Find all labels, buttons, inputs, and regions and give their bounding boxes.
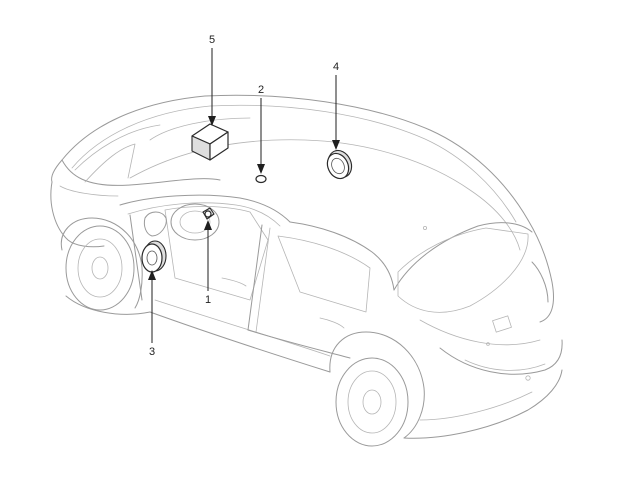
component-4-round-unit — [326, 149, 353, 180]
callout-1: 1 — [204, 220, 212, 306]
component-3-door-speaker — [141, 240, 167, 273]
callout-label-1: 1 — [205, 294, 211, 306]
component-5-module-box — [191, 123, 229, 161]
vehicle-outline — [50, 94, 563, 447]
callout-2: 2 — [257, 84, 265, 174]
callout-4: 4 — [332, 61, 340, 150]
component-1-steering-switch — [202, 207, 215, 220]
callout-label-4: 4 — [333, 61, 339, 73]
callout-3: 3 — [148, 270, 156, 358]
callout-label-5: 5 — [209, 34, 215, 46]
callout-label-3: 3 — [149, 346, 155, 358]
callout-label-2: 2 — [258, 84, 264, 96]
component-2-roof-sensor — [255, 174, 267, 184]
callout-5: 5 — [208, 34, 216, 126]
